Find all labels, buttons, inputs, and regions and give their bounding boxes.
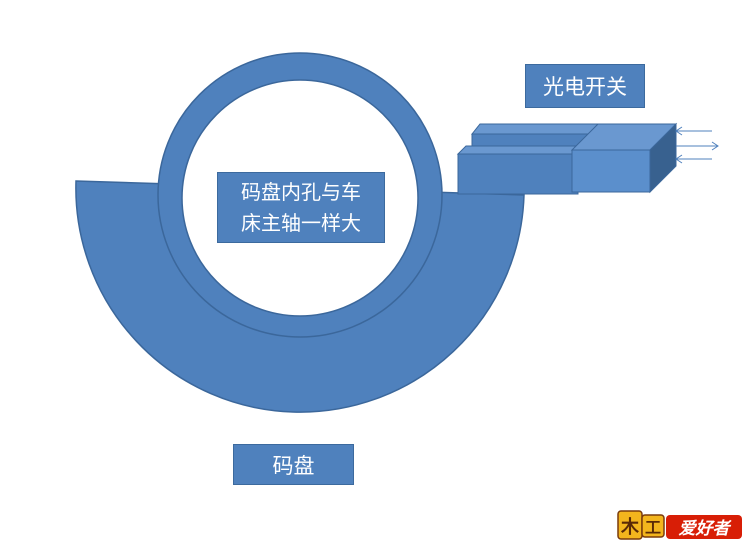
inner-hole-text-line1: 码盘内孔与车 (241, 179, 361, 204)
photoelectric-switch (456, 122, 678, 195)
photoelectric-switch-label: 光电开关 (525, 64, 645, 108)
inner-hole-text-line2: 床主轴一样大 (241, 210, 361, 235)
svg-text:木: 木 (620, 516, 640, 538)
photoelectric-switch-text: 光电开关 (543, 75, 627, 99)
svg-text:爱好者: 爱好者 (679, 519, 733, 539)
code-disk-label: 码盘 (233, 444, 354, 485)
svg-text:工: 工 (645, 518, 661, 537)
code-disk-text: 码盘 (272, 453, 315, 478)
inner-hole-label: 码盘内孔与车 床主轴一样大 (217, 172, 385, 243)
watermark-logo: 木 工 爱好者 (617, 510, 742, 540)
light-beam-arrows-icon (675, 126, 719, 164)
